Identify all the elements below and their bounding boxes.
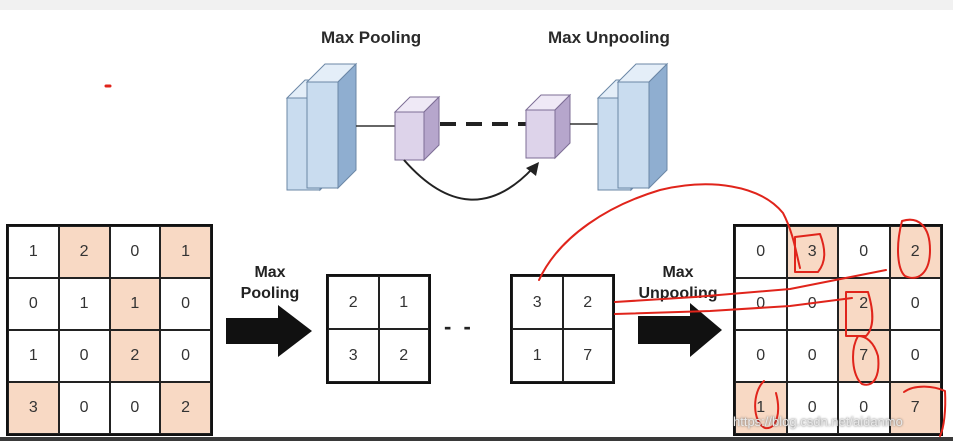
- arrow-label-line: Pooling: [240, 285, 300, 302]
- top-bar: [0, 0, 953, 10]
- grid-cell: 2: [160, 382, 211, 434]
- ellipsis-dashes: - -: [444, 314, 474, 339]
- arrow-label-line: Max: [254, 264, 286, 281]
- grid-cell: 3: [786, 226, 838, 278]
- max-unpooling-title: Max Unpooling: [548, 28, 670, 47]
- grid-cell: 2: [562, 276, 613, 329]
- grid-cell: 1: [109, 278, 161, 330]
- watermark: https://blog.csdn.net/aidanmo: [733, 414, 903, 429]
- max-pooling-title: Max Pooling: [321, 28, 422, 47]
- unpool-input-layer: [524, 93, 572, 160]
- grid-cell: 0: [160, 330, 211, 382]
- max-pooling-arrow-label: Max Pooling: [240, 262, 300, 304]
- grid-cell: 7: [562, 329, 613, 382]
- grid-cell: 0: [58, 330, 110, 382]
- encoder-layers: [285, 62, 358, 192]
- grid-cell: 2: [109, 330, 161, 382]
- max-unpooling-arrow-label: Max Unpooling: [628, 262, 728, 304]
- grid-cell: 1: [378, 276, 429, 329]
- grid-cell: 2: [378, 329, 429, 382]
- grid-cell: 3: [8, 382, 59, 434]
- unpooling-arrow: [638, 303, 722, 357]
- grid-cell: 0: [786, 330, 838, 382]
- grid-cell: 1: [160, 226, 211, 278]
- grid-cell: 0: [838, 226, 890, 278]
- grid-cell: 0: [889, 330, 941, 382]
- grid-cell: 1: [512, 329, 563, 382]
- bottom-bar: [0, 437, 953, 441]
- grid-cell: 0: [735, 226, 787, 278]
- grid-cell: 0: [889, 278, 941, 330]
- grid-cell: 1: [8, 330, 59, 382]
- grid-cell: 3: [512, 276, 563, 329]
- grid-cell: 1: [8, 226, 59, 278]
- grid-cell: 1: [58, 278, 110, 330]
- arrow-label-line: Max: [662, 264, 694, 281]
- arrow-label-line: Unpooling: [638, 285, 718, 302]
- grid-cell: 0: [735, 278, 787, 330]
- grid-cell: 2: [328, 276, 379, 329]
- grid-cell: 0: [109, 226, 161, 278]
- grid-cell: 0: [786, 382, 838, 434]
- grid-cell: 2: [838, 278, 890, 330]
- grid-cell: 0: [58, 382, 110, 434]
- grid-cell: 3: [328, 329, 379, 382]
- grid-cell: 0: [735, 330, 787, 382]
- grid-cell: 0: [109, 382, 161, 434]
- grid-cell: 2: [889, 226, 941, 278]
- decoder-layers: [596, 62, 669, 192]
- grid-cell: 7: [838, 330, 890, 382]
- grid-cell: 2: [58, 226, 110, 278]
- index-skip-arrow: [403, 159, 534, 201]
- pooled-layer: [393, 95, 441, 162]
- grid-cell: 0: [160, 278, 211, 330]
- grid-cell: 0: [786, 278, 838, 330]
- grid-cell: 0: [8, 278, 59, 330]
- pooling-arrow: [226, 305, 312, 357]
